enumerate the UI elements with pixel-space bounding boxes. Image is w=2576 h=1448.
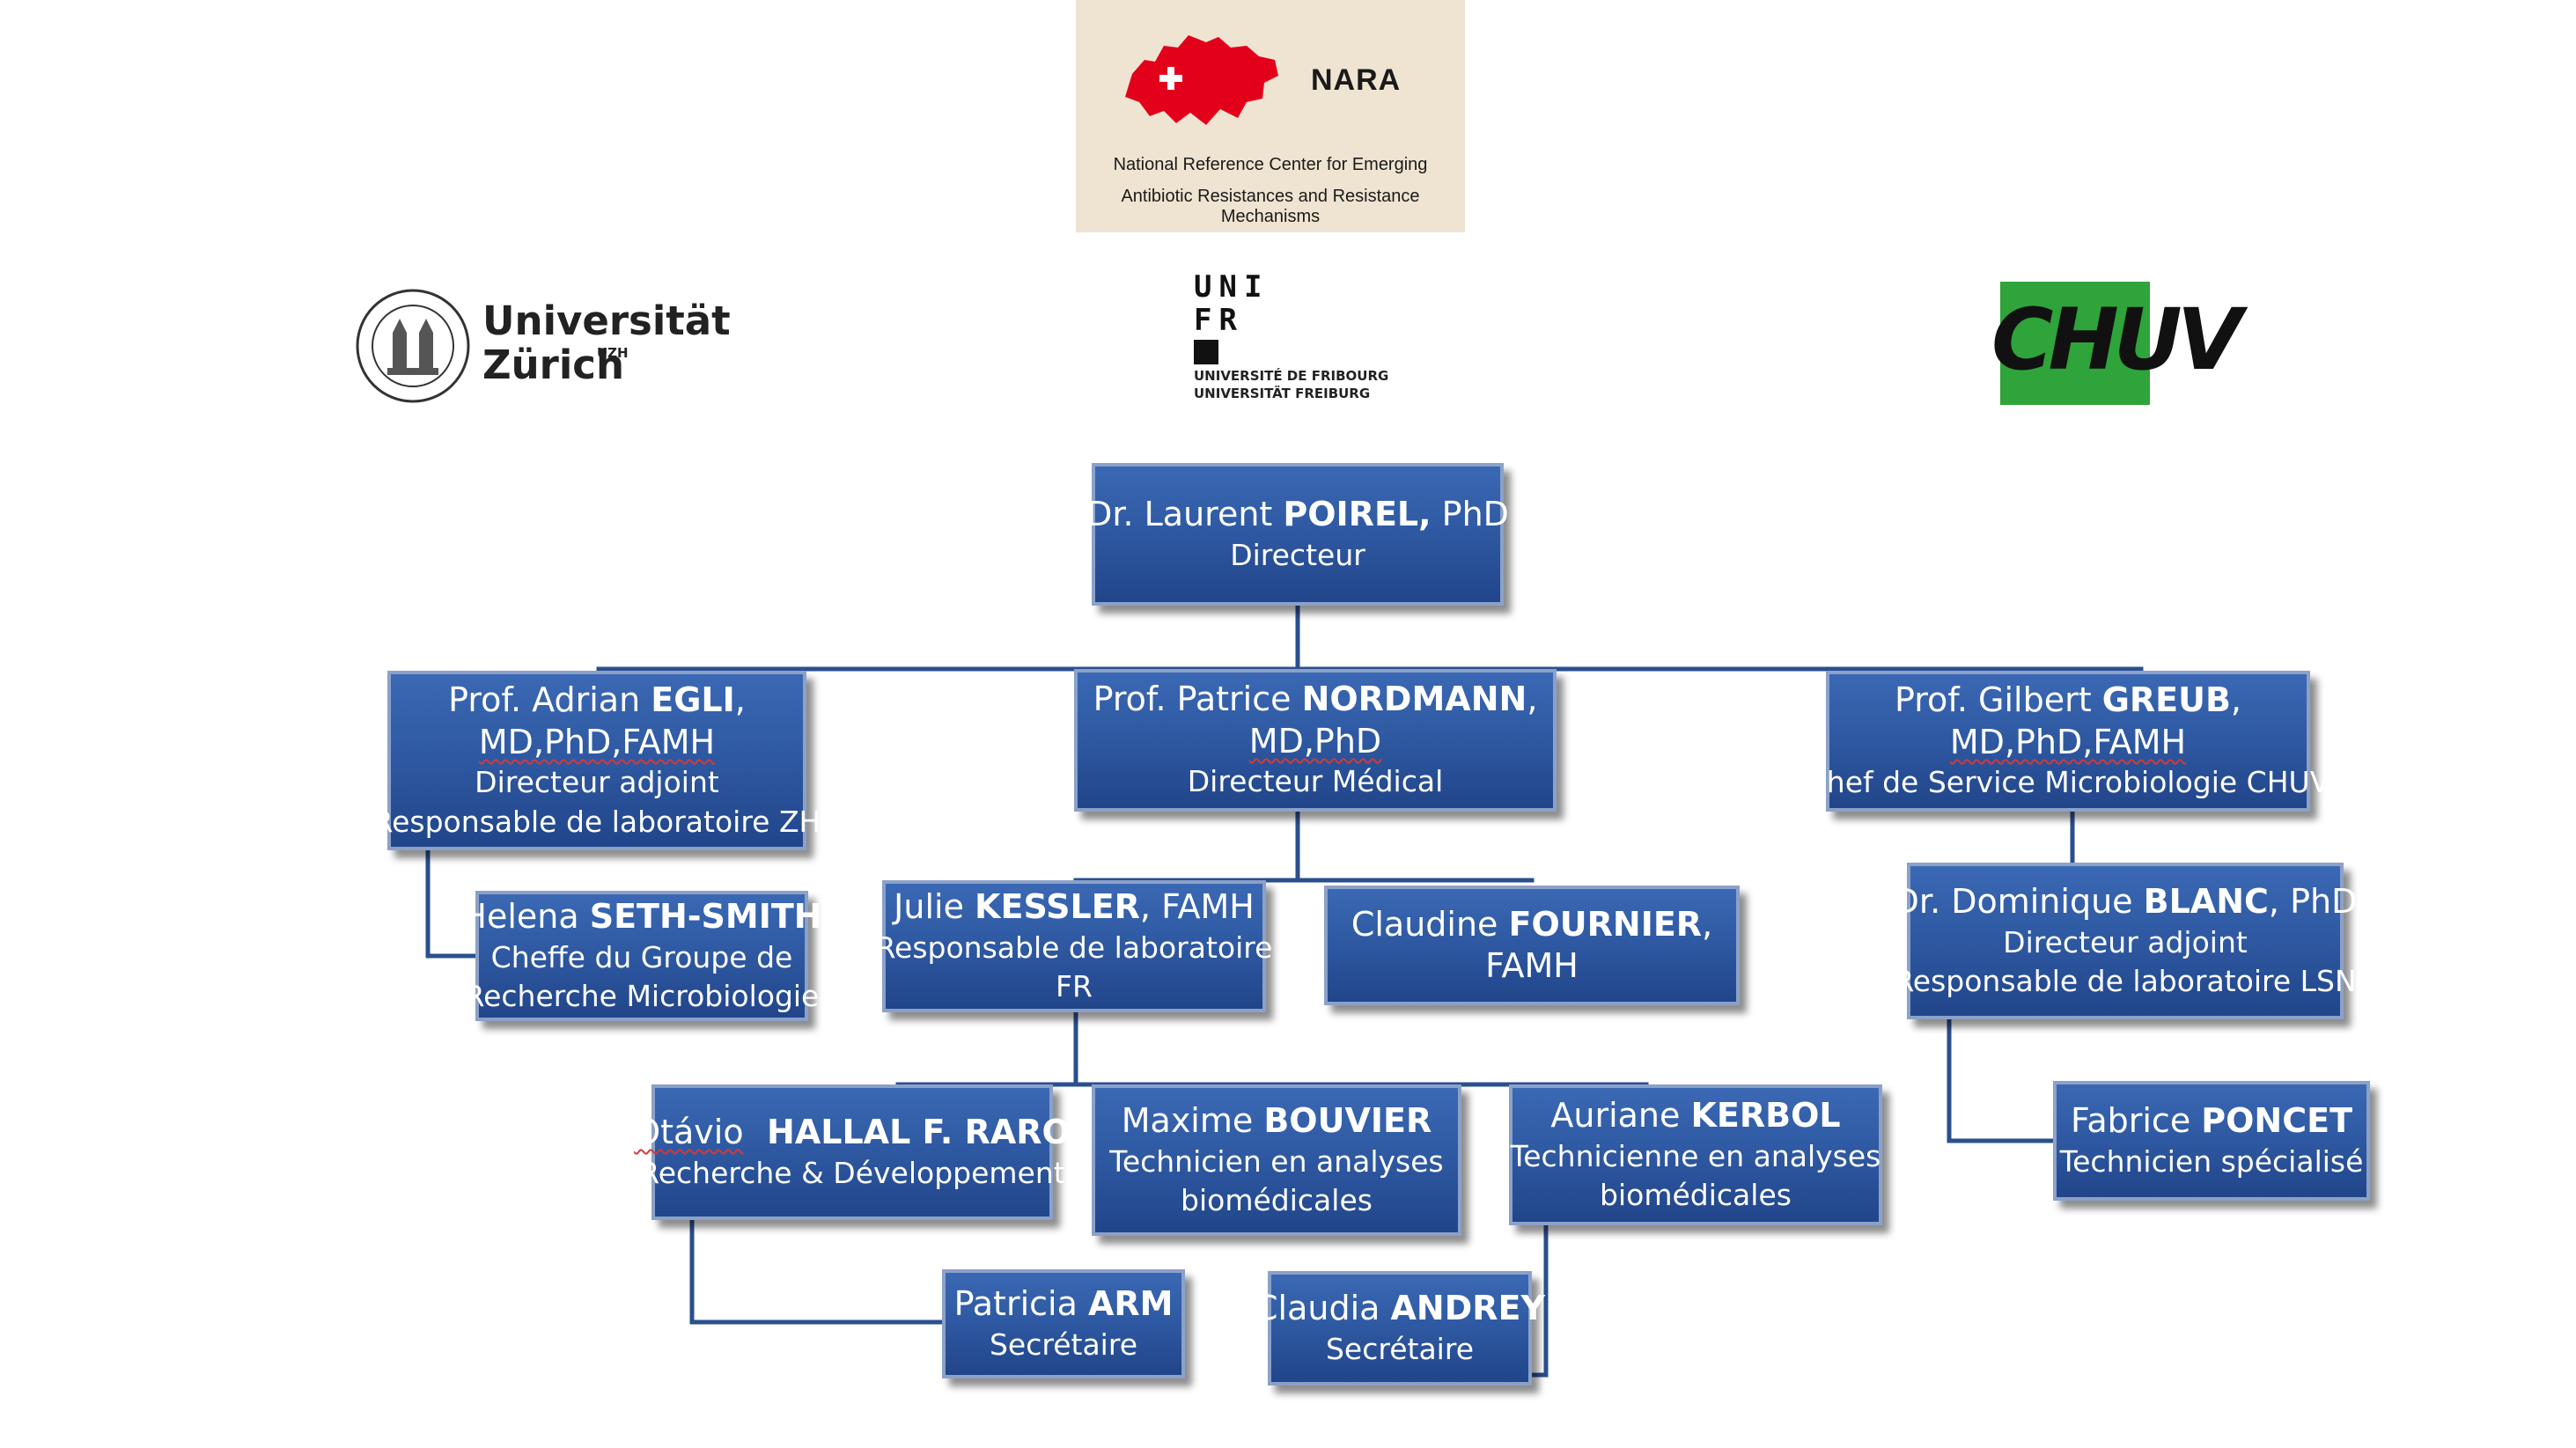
box-famh-fournier: Claudine FOURNIER, FAMH bbox=[1324, 886, 1740, 1005]
person-role: Directeur bbox=[1230, 537, 1365, 572]
unifr-mark-line2: FR bbox=[1194, 303, 1244, 338]
person-name: Patricia ARM bbox=[953, 1284, 1174, 1324]
connector-raro-arm bbox=[689, 1217, 945, 1325]
unifr-logo: UNI FR UNIVERSITÉ DE FRIBOURG UNIVERSITÄ… bbox=[1190, 269, 1419, 410]
person-name: Dr. Dominique BLANC, PhD bbox=[1893, 882, 2358, 922]
nara-name: NARA bbox=[1311, 63, 1402, 97]
person-name: Prof. Patrice NORDMANN, bbox=[1093, 680, 1538, 719]
box-secretary-arm: Patricia ARM Secrétaire bbox=[942, 1269, 1185, 1378]
person-role-2: Responsable de laboratoire ZH bbox=[372, 804, 821, 839]
box-medical-director: Prof. Patrice NORDMANN, MD,PhD Directeur… bbox=[1074, 669, 1557, 812]
uzh-name-line1: Universität bbox=[482, 298, 731, 344]
person-degrees: MD,PhD,FAMH bbox=[1949, 722, 2187, 761]
person-role: Secrétaire bbox=[1325, 1331, 1474, 1366]
person-role-2: Recherche Microbiologie bbox=[464, 978, 820, 1013]
person-degrees: MD,PhD,FAMH bbox=[478, 722, 716, 761]
person-name: Auriane KERBOL bbox=[1550, 1096, 1841, 1136]
person-role: Directeur adjoint bbox=[475, 765, 719, 800]
person-role: Recherche & Développement bbox=[639, 1155, 1065, 1190]
person-name: Maxime BOUVIER bbox=[1121, 1101, 1432, 1141]
box-lab-head-fr: Julie KESSLER, FAMH Responsable de labor… bbox=[876, 880, 1272, 1012]
person-degrees: FAMH bbox=[1485, 946, 1579, 985]
chuv-wordmark: CHUV bbox=[1991, 290, 2242, 389]
person-role: Directeur adjoint bbox=[2003, 924, 2248, 959]
person-name: Prof. Gilbert GREUB, bbox=[1894, 680, 2242, 720]
person-role: Technicienne en analyses bbox=[1510, 1138, 1881, 1173]
person-role: Technicien spécialisé bbox=[2059, 1143, 2364, 1179]
box-secretary-andrey: Claudia ANDREY Secrétaire bbox=[1255, 1271, 1545, 1386]
person-role-2: FR bbox=[1056, 968, 1093, 1003]
unifr-mark-line1: UNI bbox=[1194, 269, 1270, 305]
box-director: Dr. Laurent POIREL, PhD Directeur bbox=[1086, 463, 1509, 606]
uzh-superscript: UZH bbox=[597, 345, 629, 361]
nara-tagline-2: Antibiotic Resistances and Resistance Me… bbox=[1121, 187, 1420, 226]
unifr-name-de: UNIVERSITÄT FREIBURG bbox=[1194, 386, 1371, 401]
box-research-development: Otávio HALLAL F. RARO Recherche & Dévelo… bbox=[634, 1084, 1071, 1220]
person-degrees: MD,PhD bbox=[1248, 721, 1382, 761]
unifr-square-icon bbox=[1194, 340, 1218, 364]
person-name: Dr. Laurent POIREL, PhD bbox=[1086, 495, 1509, 534]
person-name: Fabrice PONCET bbox=[2070, 1101, 2353, 1141]
nara-logo: NARA National Reference Center for Emerg… bbox=[1076, 0, 1465, 232]
person-name: Julie KESSLER, FAMH bbox=[894, 887, 1255, 927]
uzh-name-line2: Zürich bbox=[482, 342, 624, 388]
uzh-seal-icon bbox=[356, 289, 470, 403]
person-name: Otávio HALLAL F. RARO bbox=[634, 1113, 1071, 1152]
unifr-name-fr: UNIVERSITÉ DE FRIBOURG bbox=[1194, 368, 1389, 384]
box-specialized-technician: Fabrice PONCET Technicien spécialisé bbox=[2053, 1081, 2370, 1201]
box-research-group-head: Helena SETH-SMITH Cheffe du Groupe de Re… bbox=[461, 891, 822, 1021]
uzh-logo: Universität Zürich UZH bbox=[354, 287, 731, 405]
chuv-logo: CHUV bbox=[1991, 282, 2247, 405]
person-name: Helena SETH-SMITH bbox=[461, 897, 822, 937]
box-deputy-director-lsn: Dr. Dominique BLANC, PhD Directeur adjoi… bbox=[1894, 863, 2357, 1019]
swiss-map-icon bbox=[1125, 35, 1278, 125]
box-technician-kerbol: Auriane KERBOL Technicienne en analyses … bbox=[1509, 1084, 1882, 1225]
box-deputy-director-zh: Prof. Adrian EGLI, MD,PhD,FAMH Directeur… bbox=[373, 671, 821, 850]
person-role: Technicien en analyses bbox=[1109, 1143, 1444, 1179]
connector-blanc-poncet bbox=[1947, 1015, 2056, 1143]
person-name: Prof. Adrian EGLI, bbox=[448, 680, 746, 720]
person-role: Responsable de laboratoire bbox=[875, 930, 1273, 965]
box-technician-bouvier: Maxime BOUVIER Technicien en analyses bi… bbox=[1092, 1084, 1461, 1236]
nara-tagline-1: National Reference Center for Emerging bbox=[1113, 155, 1428, 174]
person-role: Secrétaire bbox=[989, 1327, 1137, 1362]
connector-egli-seth bbox=[425, 844, 478, 959]
person-role: Directeur Médical bbox=[1187, 764, 1444, 799]
person-role-2: biomédicales bbox=[1600, 1177, 1792, 1212]
person-role: Cheffe du Groupe de bbox=[490, 939, 793, 974]
person-name: Claudine FOURNIER, bbox=[1351, 904, 1713, 944]
person-role-2: Responsable de laboratoire LSN bbox=[1894, 963, 2357, 998]
person-role: Chef de Service Microbiologie CHUV bbox=[1806, 765, 2330, 800]
box-head-microbiology-chuv: Prof. Gilbert GREUB, MD,PhD,FAMH Chef de… bbox=[1807, 671, 2329, 812]
person-name: Claudia ANDREY bbox=[1255, 1289, 1546, 1328]
connector-kerbol-andrey bbox=[1529, 1223, 1549, 1378]
person-role-2: biomédicales bbox=[1181, 1182, 1373, 1217]
chuv-green-block bbox=[2000, 282, 2150, 405]
